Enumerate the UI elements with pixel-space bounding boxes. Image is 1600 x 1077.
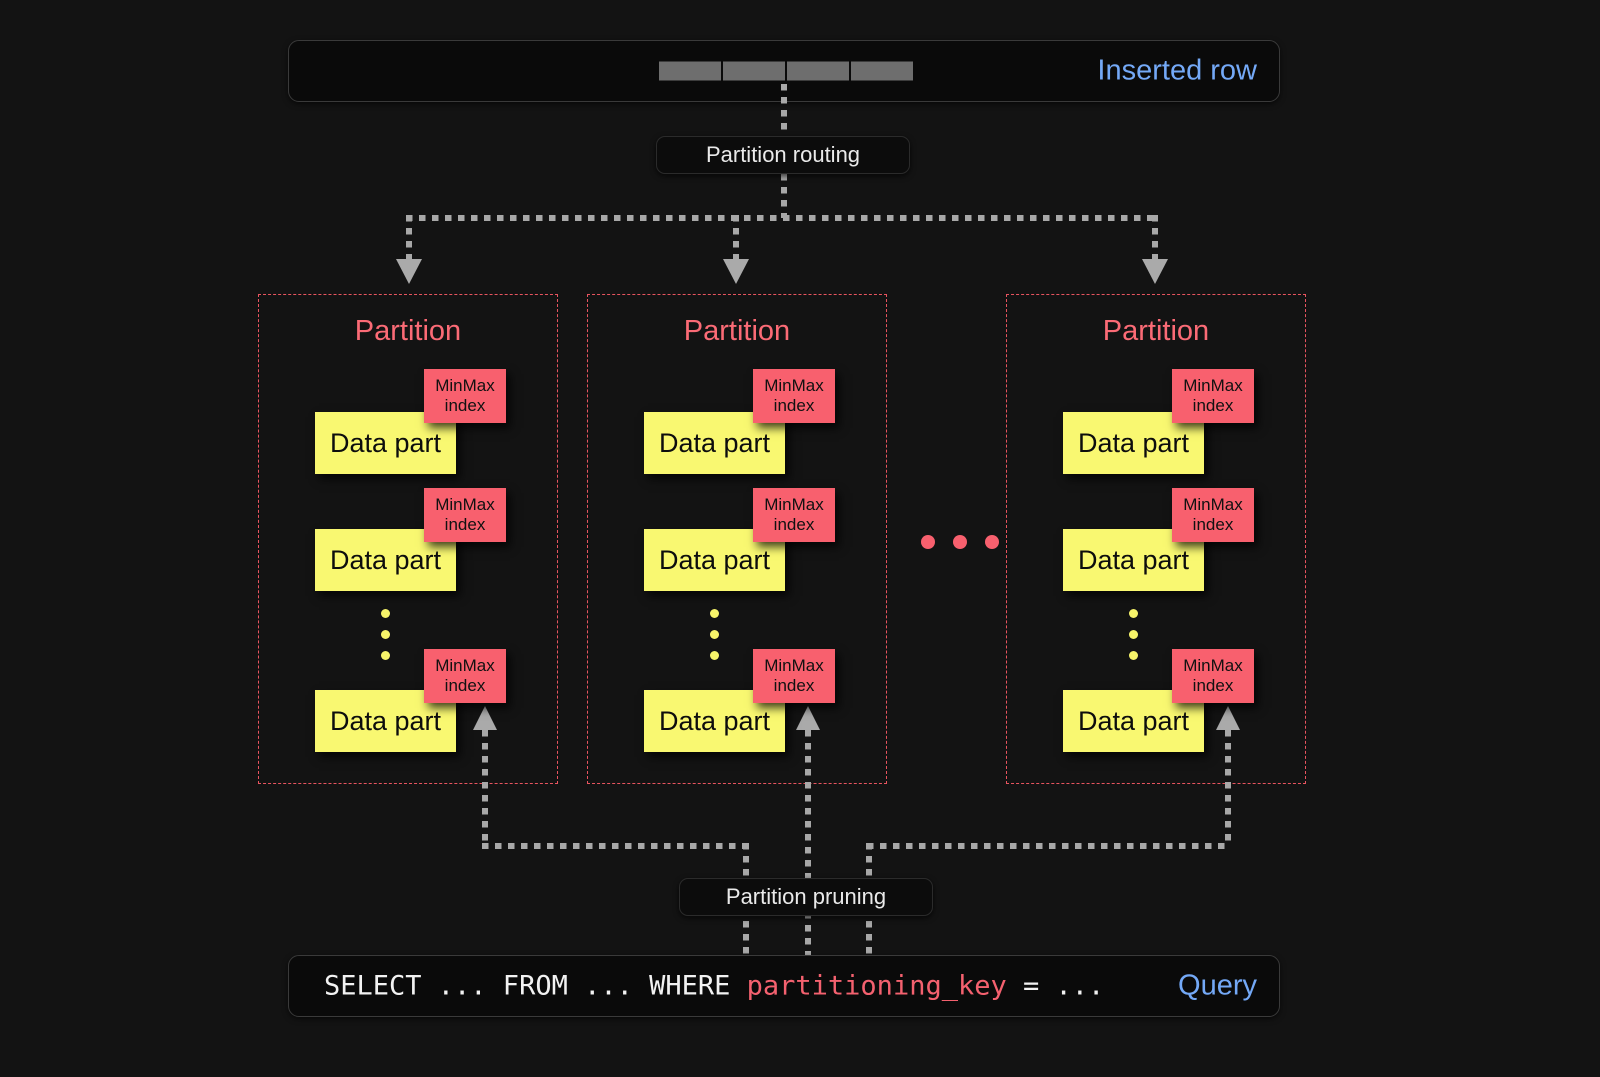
connector-prune-up-3 (1225, 730, 1231, 846)
inserted-row-bar: Inserted row (288, 40, 1280, 102)
data-part-label: Data part (1077, 705, 1190, 736)
ellipsis-dot (381, 609, 390, 618)
ellipsis-dot (381, 651, 390, 660)
arrow-up-partition-2 (796, 706, 820, 730)
partition-1-title: Partition (354, 315, 462, 347)
data-part-label: Data part (1077, 544, 1190, 575)
connector-routing-down (781, 174, 787, 218)
query-prefix: SELECT ... FROM ... WHERE (324, 970, 747, 1002)
partition-2: Partition (587, 294, 887, 784)
data-part-label: Data part (658, 544, 771, 575)
partition-1: Partition (258, 294, 558, 784)
data-part-label: Data part (329, 705, 442, 736)
data-part-label: Data part (329, 427, 442, 458)
row-cell (787, 61, 849, 81)
partition-pruning-box: Partition pruning (679, 878, 933, 916)
connector-prune-bus-right (867, 843, 1231, 849)
query-partitioning-key: partitioning_key (746, 970, 1007, 1002)
partition-3: Partition (1006, 294, 1306, 784)
arrow-up-partition-3 (1216, 706, 1240, 730)
arrow-down-partition-2 (723, 259, 749, 284)
ellipsis-dot (985, 535, 999, 549)
partition-3-title: Partition (1102, 315, 1210, 347)
connector-prune-up-2 (805, 730, 811, 962)
ellipsis-dot (710, 630, 719, 639)
partition-routing-label: Partition routing (705, 142, 861, 167)
partition-2-title: Partition (683, 315, 791, 347)
arrow-down-partition-3 (1142, 259, 1168, 284)
connector-routing-bus (406, 215, 1158, 221)
ellipsis-dot (1129, 609, 1138, 618)
ellipsis-dot (381, 630, 390, 639)
inserted-row-label: Inserted row (1097, 54, 1257, 87)
ellipsis-dot (1129, 630, 1138, 639)
connector-branch-2 (733, 215, 739, 263)
ellipsis-dot (710, 609, 719, 618)
connector-branch-3 (1152, 215, 1158, 263)
ellipsis-dot (1129, 651, 1138, 660)
ellipsis-dot (921, 535, 935, 549)
data-part-label: Data part (658, 427, 771, 458)
partitions-ellipsis (921, 535, 999, 549)
arrow-up-partition-1 (473, 706, 497, 730)
partition-routing-box: Partition routing (656, 136, 910, 174)
query-label: Query (1178, 969, 1257, 1002)
ellipsis-dot (710, 651, 719, 660)
row-cell (723, 61, 785, 81)
data-part-label: Data part (1077, 427, 1190, 458)
query-sql-text: SELECT ... FROM ... WHERE partitioning_k… (324, 971, 1104, 1002)
partition-2-ellipsis (710, 609, 719, 660)
ellipsis-dot (953, 535, 967, 549)
connector-branch-1 (406, 215, 412, 263)
query-suffix: = ... (1006, 970, 1105, 1002)
row-cell (851, 61, 913, 81)
arrow-down-partition-1 (396, 259, 422, 284)
inserted-row-cells (659, 61, 913, 81)
data-part-label: Data part (658, 705, 771, 736)
connector-row-to-routing (781, 84, 787, 136)
row-cell (659, 61, 721, 81)
partition-1-ellipsis (381, 609, 390, 660)
connector-prune-bus-left (482, 843, 748, 849)
partition-3-ellipsis (1129, 609, 1138, 660)
query-bar: SELECT ... FROM ... WHERE partitioning_k… (288, 955, 1280, 1017)
data-part-p2-2: Data part (644, 529, 785, 591)
data-part-label: Data part (329, 544, 442, 575)
partition-pruning-label: Partition pruning (725, 884, 887, 909)
connector-prune-up-1 (482, 730, 488, 846)
